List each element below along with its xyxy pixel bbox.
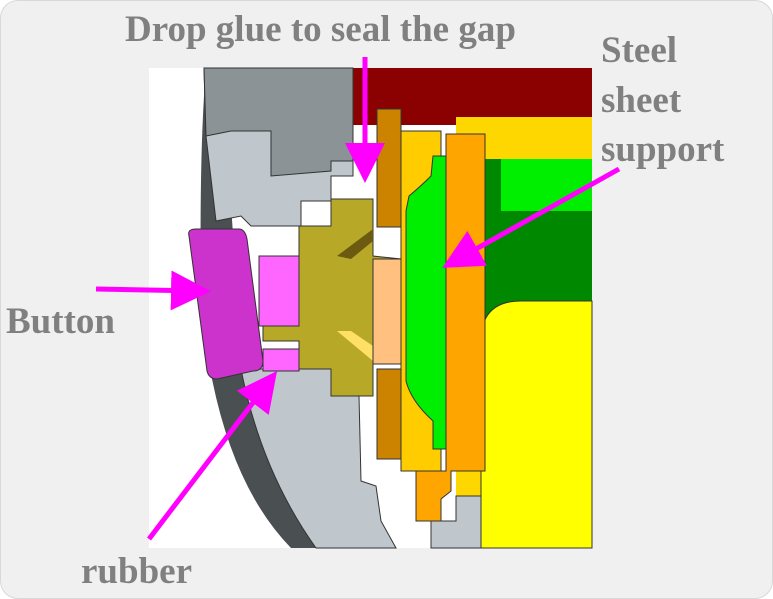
button-part xyxy=(188,228,264,380)
plunger-slot-bottom xyxy=(337,331,373,361)
button-label: Button xyxy=(6,301,115,342)
dark-red-region xyxy=(353,68,592,125)
orange-light-piece xyxy=(372,258,402,365)
yellow-region xyxy=(480,300,593,549)
steel-label-line3: support xyxy=(601,129,725,170)
rubber-part-lower xyxy=(262,348,300,372)
rubber-part xyxy=(258,255,300,327)
orange-post-lower xyxy=(376,368,402,460)
dark-outer-ring xyxy=(200,68,361,548)
green-contact xyxy=(405,155,447,450)
housing-lower-right xyxy=(430,495,482,549)
steel-label-line2: sheet xyxy=(601,80,682,121)
housing-top-inner xyxy=(203,67,354,177)
steel-label-line1: Steel xyxy=(601,30,678,71)
rubber-label: rubber xyxy=(81,551,192,592)
steel-sheet-support xyxy=(415,133,486,522)
button-arrow xyxy=(95,270,211,311)
glue-label: Drop glue to seal the gap xyxy=(125,9,516,50)
light-green-block xyxy=(501,159,592,211)
orange-post-upper xyxy=(376,108,402,228)
steel-support-arrow xyxy=(442,166,621,268)
rubber-arrow xyxy=(147,371,278,541)
plunger-slot-top xyxy=(337,229,373,259)
